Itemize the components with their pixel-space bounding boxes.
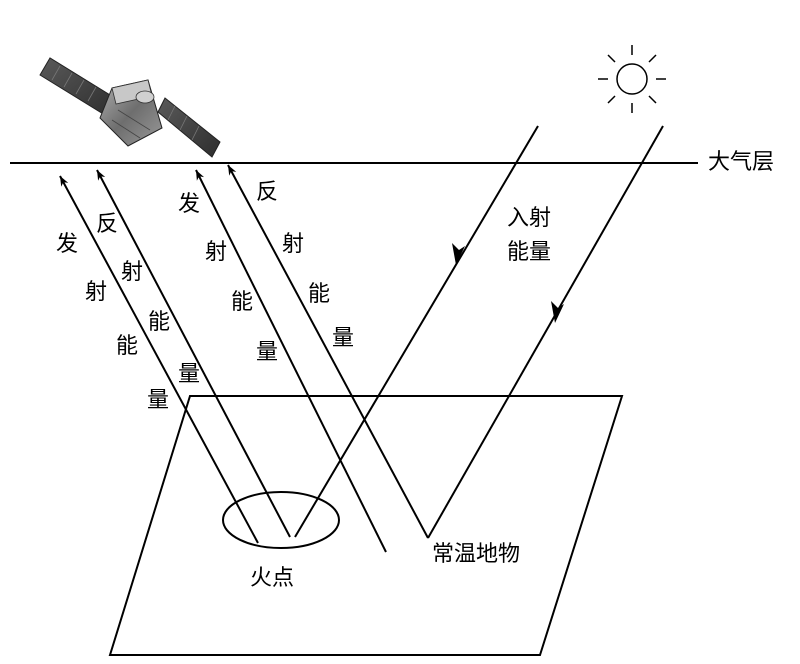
reflected-energy-left-char-3: 能 xyxy=(148,312,170,334)
atmosphere-label: 大气层 xyxy=(708,152,774,174)
reflected-energy-right-char-3: 能 xyxy=(308,284,330,306)
reflected-energy-right-char-4: 量 xyxy=(332,328,354,350)
normal-temp-object-label: 常温地物 xyxy=(432,544,520,566)
incident-ray-object xyxy=(428,126,663,538)
emitted-energy-right-char-2: 射 xyxy=(205,242,227,264)
sun-icon xyxy=(598,45,666,113)
emitted-energy-right-char-4: 量 xyxy=(256,342,278,364)
satellite-icon xyxy=(40,58,220,157)
fire-point-label: 火点 xyxy=(250,568,294,590)
emitted-energy-left-char-4: 量 xyxy=(147,390,169,412)
reflected-energy-right-char-2: 射 xyxy=(282,234,304,256)
emitted-energy-left-char-1: 发 xyxy=(56,234,78,256)
emitted-ray-fire xyxy=(60,176,258,543)
reflected-energy-left-char-2: 射 xyxy=(121,262,143,284)
emitted-energy-left-char-3: 能 xyxy=(116,336,138,358)
emitted-energy-right-char-3: 能 xyxy=(231,292,253,314)
ground-plane xyxy=(110,396,622,655)
emitted-energy-right-char-1: 发 xyxy=(178,194,200,216)
emitted-ray-object xyxy=(196,170,386,552)
incident-energy-label-line1: 入射 xyxy=(507,208,551,230)
incident-energy-label-line2: 能量 xyxy=(507,242,551,264)
reflected-energy-right-char-1: 反 xyxy=(256,182,278,204)
reflected-energy-left-char-4: 量 xyxy=(178,364,200,386)
reflected-energy-left-char-1: 反 xyxy=(96,214,118,236)
emitted-energy-left-char-2: 射 xyxy=(85,282,107,304)
